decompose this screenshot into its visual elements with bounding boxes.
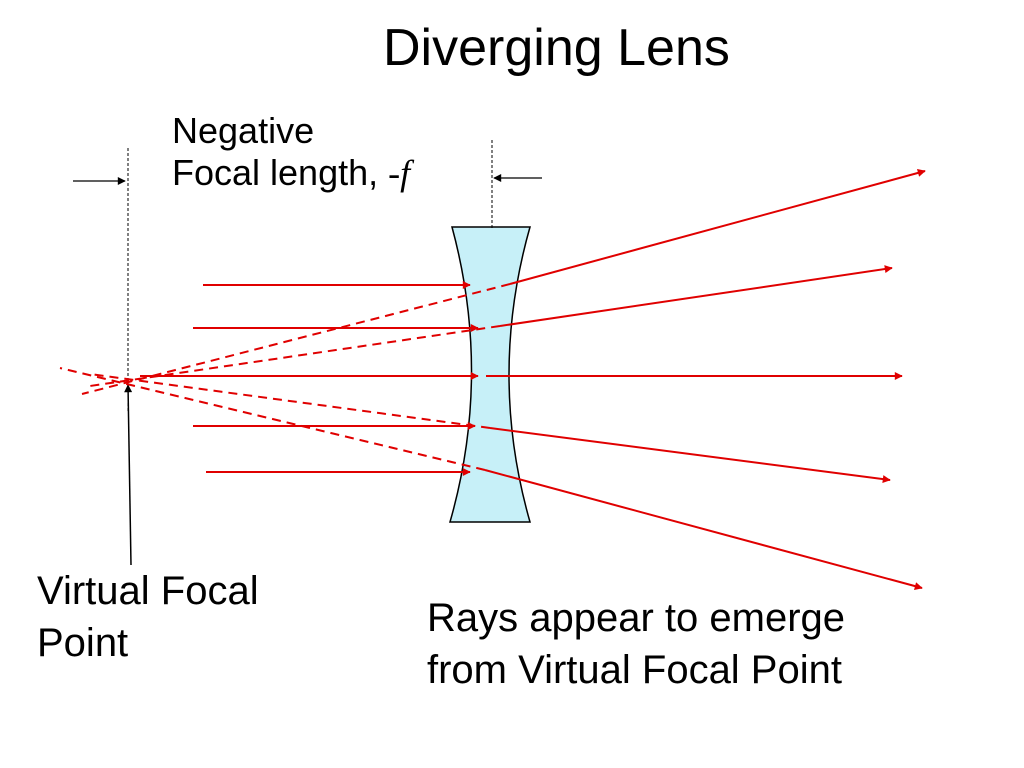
- virtual-extension-4: [89, 373, 491, 429]
- virtual-focal-point-label: Virtual Focal Point: [37, 565, 259, 669]
- negative-focal-length-line2: Focal length, -f: [172, 152, 410, 194]
- rays-emerge-line2: from Virtual Focal Point: [427, 648, 842, 692]
- outgoing-ray-2: [499, 265, 893, 327]
- focal-length-symbol: -f: [388, 153, 411, 193]
- virtual-extension-5: [59, 367, 486, 471]
- virtual-focal-point-line2: Point: [37, 621, 129, 665]
- virtual-focal-point-line1: Virtual Focal: [37, 569, 259, 613]
- outgoing-ray-4: [489, 427, 891, 484]
- virtual-extension-2: [89, 325, 501, 387]
- diverging-lens: [449, 226, 531, 523]
- diagram-title: Diverging Lens: [383, 19, 730, 77]
- rays-emerge-line1: Rays appear to emerge: [427, 596, 846, 640]
- outgoing-ray-5: [484, 469, 923, 590]
- focal-length-text: Focal length,: [172, 152, 389, 193]
- negative-focal-length-line1: Negative: [172, 110, 315, 151]
- rays-emerge-label: Rays appear to emerge from Virtual Focal…: [427, 592, 845, 696]
- outgoing-ray-1: [509, 169, 926, 285]
- virtual-focal-point-pointer: [124, 384, 133, 566]
- virtual-extension-1: [81, 283, 511, 395]
- negative-focal-length-label: Negative Focal length, -f: [172, 110, 410, 194]
